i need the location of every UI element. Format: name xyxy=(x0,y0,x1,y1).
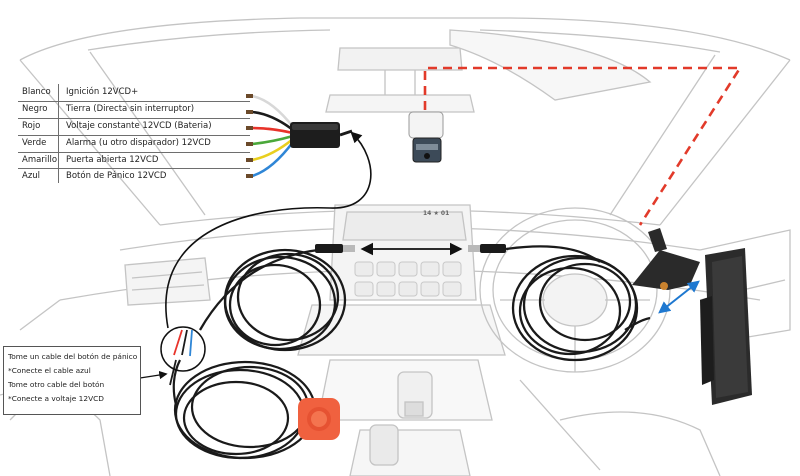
legend-row-amarillo: Amarillo Puerta abierta 12VCD xyxy=(18,152,250,170)
mount-arrow xyxy=(658,280,700,314)
connection-arrow xyxy=(165,131,372,329)
wire-ends xyxy=(246,94,253,178)
coiled-cable-left xyxy=(199,247,353,352)
coiled-cable-panic xyxy=(172,359,317,460)
cable-connector-right xyxy=(468,244,506,253)
panic-wires xyxy=(169,329,193,386)
legend-function: Botón de Pánico 12VCD xyxy=(66,171,167,181)
callout-pointer xyxy=(139,370,168,380)
relay-box-icon xyxy=(290,122,353,148)
legend-color: Azul xyxy=(22,171,41,181)
legend-color: Blanco xyxy=(22,87,51,97)
panic-button-icon xyxy=(298,398,340,440)
legend-divider xyxy=(18,168,250,169)
legend-color: Rojo xyxy=(22,121,41,131)
legend-row-rojo: Rojo Voltaje constante 12VCD (Bateria) xyxy=(18,118,250,136)
legend-color: Verde xyxy=(22,138,47,148)
dashcam-camera-icon xyxy=(408,111,444,163)
legend-divider xyxy=(18,118,250,119)
legend-divider xyxy=(18,152,250,153)
legend-function: Voltaje constante 12VCD (Bateria) xyxy=(66,121,212,131)
legend-row-negro: Negro Tierra (Directa sin interruptor) xyxy=(18,101,250,119)
panic-note-line: Tome otro cable del botón xyxy=(8,380,105,389)
legend-function: Alarma (u otro disparador) 12VCD xyxy=(66,138,211,148)
legend-row-blanco: Blanco Ignición 12VCD+ xyxy=(18,84,250,102)
panic-note-line: Tome un cable del botón de pánico xyxy=(8,352,138,361)
legend-divider xyxy=(18,101,250,102)
wire-highlight-circle xyxy=(160,326,206,372)
legend-function: Tierra (Directa sin interruptor) xyxy=(66,104,195,114)
legend-function: Ignición 12VCD+ xyxy=(66,87,139,97)
legend-color: Amarillo xyxy=(22,155,58,165)
center-console-buttons xyxy=(354,261,462,297)
relay-wires xyxy=(250,94,295,178)
car-outline xyxy=(0,17,791,476)
legend-divider xyxy=(18,135,250,136)
coiled-cable-right xyxy=(505,245,651,362)
panic-note-line: *Conecte a voltaje 12VCD xyxy=(8,394,104,403)
legend-row-verde: Verde Alarma (u otro disparador) 12VCD xyxy=(18,135,250,153)
cable-route-dashed xyxy=(423,66,743,226)
legend-color: Negro xyxy=(22,104,48,114)
legend-row-azul: Azul Botón de Pánico 12VCD xyxy=(18,168,250,186)
panic-note-box: Tome un cable del botón de pánico *Conec… xyxy=(3,346,141,415)
cable-connector-left xyxy=(315,244,355,253)
monitor-display-icon xyxy=(632,228,752,405)
dashboard-screen-label: 14 ★ 01 xyxy=(423,210,450,217)
legend-column-divider xyxy=(58,84,59,183)
legend-function: Puerta abierta 12VCD xyxy=(66,155,159,165)
panic-note-line: *Conecte el cable azul xyxy=(8,366,91,375)
